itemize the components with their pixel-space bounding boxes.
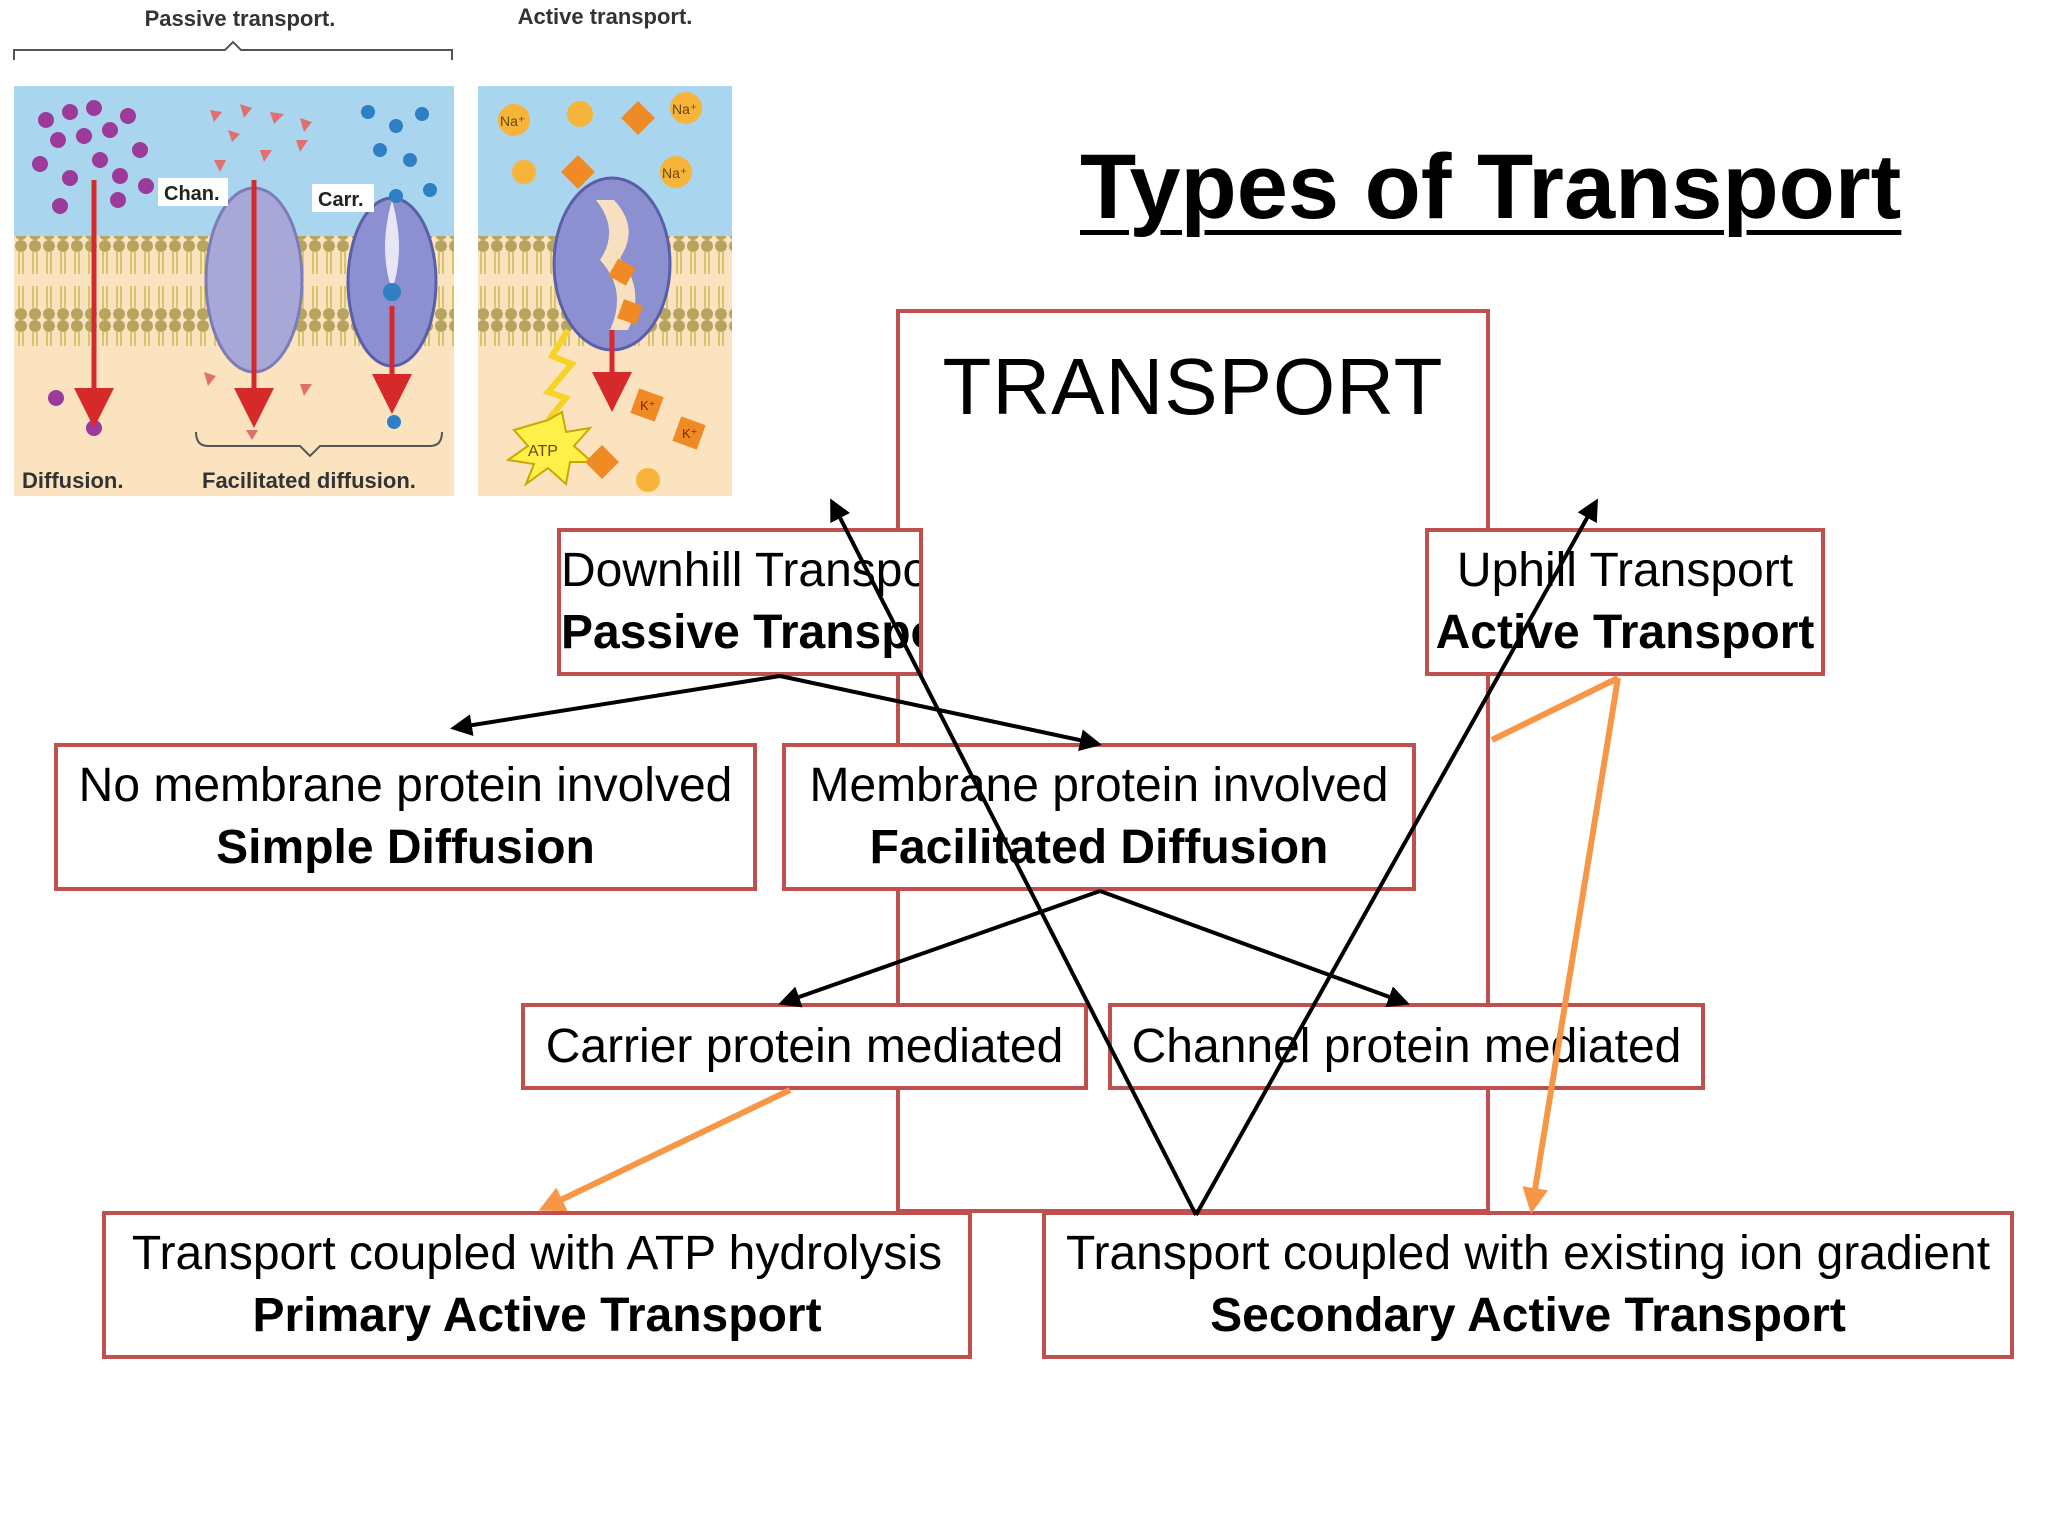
simple-diffusion-line1: No membrane protein involved	[78, 759, 733, 812]
arrow-downhill-to-simple	[450, 674, 781, 737]
uphill-transport-box: Uphill Transport Active Transport	[1425, 528, 1825, 676]
channel-label: Chan.	[164, 183, 220, 205]
downhill-line1: Downhill Transport	[561, 544, 923, 597]
carrier-protein-line1: Carrier protein mediated	[545, 1019, 1064, 1073]
orange-arrow-uphill-to-secondary	[1522, 677, 1621, 1214]
uphill-line2: Active Transport	[1435, 606, 1815, 659]
downhill-line2: Passive Transport	[561, 606, 919, 659]
downhill-transport-box: Downhill Transport Passive Transport	[557, 528, 923, 676]
facilitated-diffusion-line2: Facilitated Diffusion	[869, 821, 1329, 874]
diffusion-label: Diffusion.	[22, 468, 123, 493]
carrier-label: Carr.	[318, 189, 364, 211]
orange-arrow-carrier-to-primary	[538, 1087, 792, 1212]
channel-protein-box: Channel protein mediated	[1108, 1003, 1705, 1090]
uphill-line1: Uphill Transport	[1456, 544, 1794, 597]
sodium-ion-label-2: Na⁺	[672, 101, 697, 117]
sodium-ion-label-3: Na⁺	[662, 165, 687, 181]
passive-bracket	[13, 40, 453, 60]
transport-root-label: TRANSPORT	[942, 342, 1444, 431]
simple-diffusion-box: No membrane protein involved Simple Diff…	[54, 743, 757, 891]
sodium-ion-label-1: Na⁺	[500, 113, 525, 129]
membrane-transport-figure: Passive transport. Active transport.	[13, 4, 732, 496]
potassium-ion-label-1: K⁺	[640, 398, 656, 413]
facilitated-diffusion-label: Facilitated diffusion.	[202, 468, 416, 493]
orange-arrow-uphill-to-primary	[1490, 675, 1620, 743]
carrier-protein-box: Carrier protein mediated	[521, 1003, 1088, 1090]
page-title: Types of Transport	[1080, 136, 1902, 238]
primary-active-line2: Primary Active Transport	[252, 1289, 822, 1342]
active-transport-label: Active transport.	[518, 4, 693, 29]
facilitated-diffusion-box: Membrane protein involved Facilitated Di…	[782, 743, 1416, 891]
active-panel: Na⁺ Na⁺ Na⁺ ATP K⁺ K⁺	[478, 86, 732, 496]
simple-diffusion-line2: Simple Diffusion	[216, 821, 595, 874]
secondary-active-line2: Secondary Active Transport	[1210, 1289, 1846, 1342]
potassium-ion-label-2: K⁺	[682, 426, 698, 441]
secondary-active-transport-box: Transport coupled with existing ion grad…	[1042, 1211, 2014, 1359]
primary-active-transport-box: Transport coupled with ATP hydrolysis Pr…	[102, 1211, 972, 1359]
passive-panel: Chan. Carr. Diffusion. Facilitated diffu…	[14, 86, 454, 496]
atp-label: ATP	[528, 443, 558, 460]
passive-transport-label: Passive transport.	[145, 6, 336, 31]
primary-active-line1: Transport coupled with ATP hydrolysis	[131, 1227, 943, 1280]
secondary-active-line1: Transport coupled with existing ion grad…	[1065, 1227, 1991, 1280]
channel-protein-line1: Channel protein mediated	[1131, 1019, 1682, 1073]
facilitated-diffusion-line1: Membrane protein involved	[809, 759, 1389, 812]
